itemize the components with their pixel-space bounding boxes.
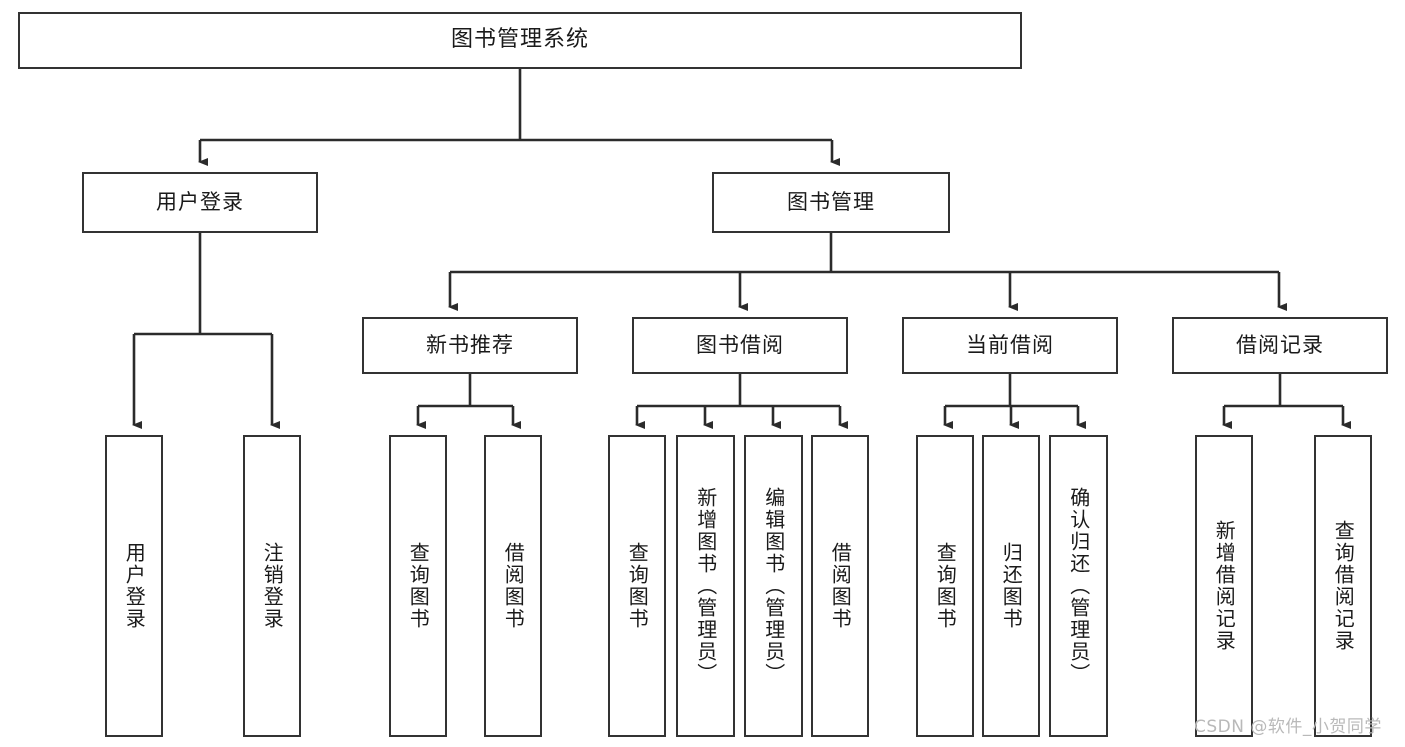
leaf-query-book-borrow[interactable]: 查询图书 (608, 435, 666, 737)
node-root[interactable]: 图书管理系统 (18, 12, 1022, 69)
leaf-user-logout[interactable]: 注销登录 (243, 435, 301, 737)
node-borrow-record[interactable]: 借阅记录 (1172, 317, 1388, 374)
leaf-confirm-return-admin[interactable]: 确认归还（管理员） (1049, 435, 1108, 737)
leaf-borrow-book-recommend[interactable]: 借阅图书 (484, 435, 542, 737)
node-book-borrow[interactable]: 图书借阅 (632, 317, 848, 374)
leaf-add-borrow-record[interactable]: 新增借阅记录 (1195, 435, 1253, 737)
leaf-add-book-admin[interactable]: 新增图书（管理员） (676, 435, 735, 737)
csdn-watermark: CSDN @软件_小贺同学 (1194, 717, 1382, 737)
leaf-borrow-book[interactable]: 借阅图书 (811, 435, 869, 737)
leaf-query-borrow-record[interactable]: 查询借阅记录 (1314, 435, 1372, 737)
node-book-manage[interactable]: 图书管理 (712, 172, 950, 233)
leaf-edit-book-admin[interactable]: 编辑图书（管理员） (744, 435, 803, 737)
leaf-return-book[interactable]: 归还图书 (982, 435, 1040, 737)
leaf-user-login[interactable]: 用户登录 (105, 435, 163, 737)
leaf-query-book-current[interactable]: 查询图书 (916, 435, 974, 737)
node-user-login[interactable]: 用户登录 (82, 172, 318, 233)
leaf-query-book-recommend[interactable]: 查询图书 (389, 435, 447, 737)
node-new-book-recommend[interactable]: 新书推荐 (362, 317, 578, 374)
node-current-borrow[interactable]: 当前借阅 (902, 317, 1118, 374)
